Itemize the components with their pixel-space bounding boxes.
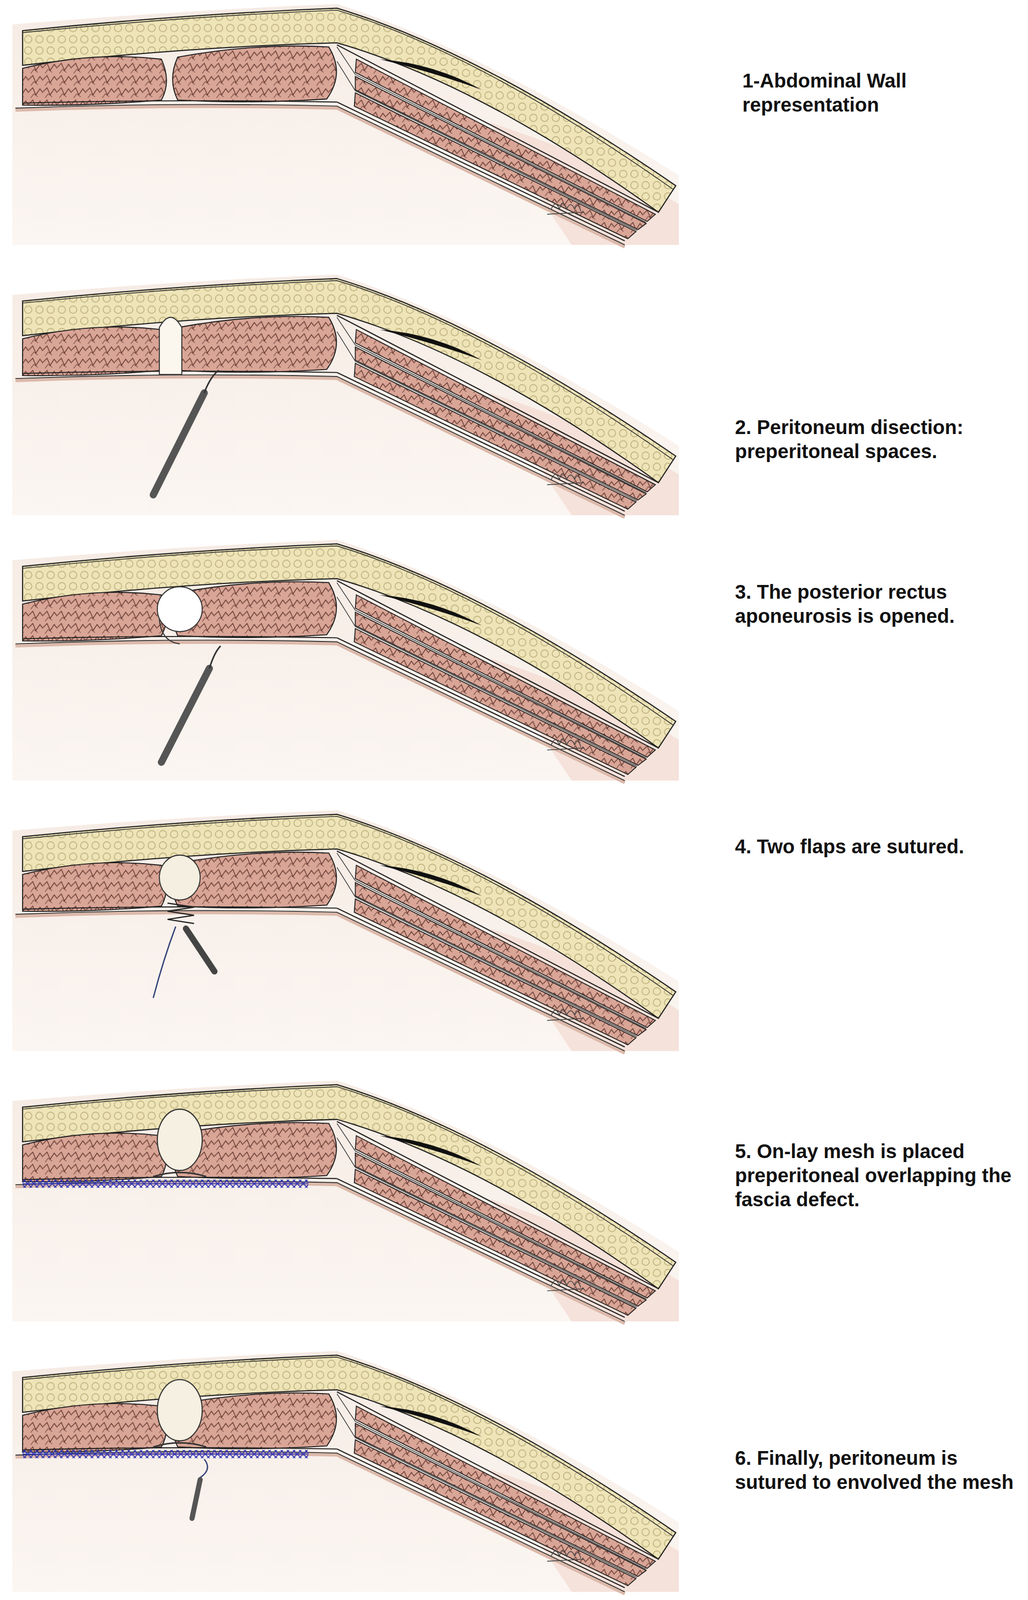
panel-mesh-placed — [12, 1080, 679, 1324]
step-caption: 4. Two flaps are sutured. — [734, 834, 1026, 859]
step-caption: 2. Peritoneum disection: preperitoneal s… — [734, 415, 1026, 464]
panel-flaps-sutured — [12, 810, 679, 1054]
panel-posterior-aponeurosis-opened — [12, 539, 679, 783]
step-caption: 6. Finally, peritoneum is sutured to env… — [734, 1446, 1026, 1495]
panel-abdominal-wall — [12, 3, 679, 247]
panel-peritoneum-sutured — [12, 1351, 679, 1594]
step-caption: 1-Abdominal Wall representation — [742, 68, 1008, 118]
step-caption: 5. On-lay mesh is placed preperitoneal o… — [734, 1139, 1026, 1212]
panel-peritoneum-dissection — [12, 274, 679, 518]
step-caption: 3. The posterior rectus aponeurosis is o… — [734, 580, 1026, 629]
